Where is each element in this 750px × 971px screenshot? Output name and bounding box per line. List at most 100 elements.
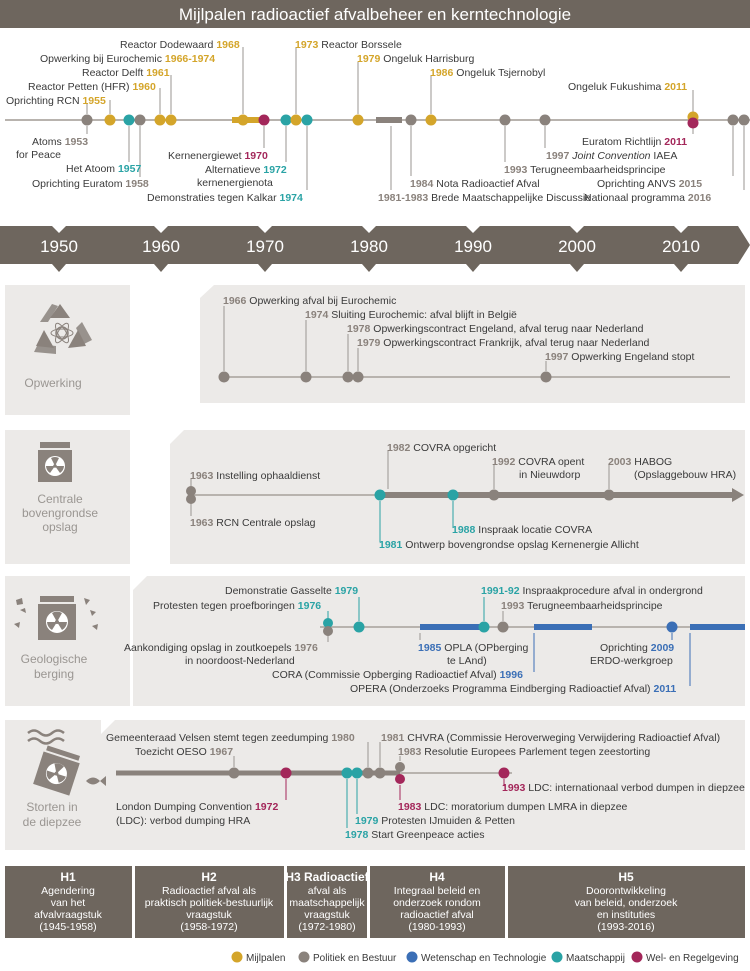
legend-dot-wetenschap	[407, 952, 418, 963]
svg-text:H2: H2	[201, 870, 217, 884]
legend-dot-politiek	[299, 952, 310, 963]
label-euratom: Oprichting Euratom 1958	[32, 178, 149, 190]
geo-opera: OPERA (Onderzoeks Programma Eindberging …	[350, 683, 676, 695]
axis-year-1990: 1990	[454, 237, 492, 256]
section-storten-diepzee: Storten in de diepzee Gemeenteraad Velse…	[5, 720, 745, 850]
centrale-2003-line2: (Opslaggebouw HRA)	[634, 469, 736, 481]
section-geologische-berging: Geologische berging Demonstratie Gasselt…	[5, 576, 745, 706]
diepzee-london: London Dumping Convention 1972	[116, 801, 278, 813]
label-for-peace: for Peace	[16, 149, 61, 161]
svg-text:(1945-1958): (1945-1958)	[39, 921, 96, 933]
page-title: Mijlpalen radioactief afvalbeheer en ker…	[179, 5, 571, 24]
centrale-1963a: 1963 Instelling ophaaldienst	[190, 470, 320, 482]
svg-text:(1980-1993): (1980-1993)	[408, 921, 465, 933]
diepzee-protesten: 1979 Protesten IJmuiden & Petten	[355, 815, 515, 827]
section-label-centrale-2: bovengrondse	[22, 506, 98, 520]
svg-text:H4: H4	[429, 870, 445, 884]
label-delft: Reactor Delft 1961	[82, 67, 170, 79]
legend-dot-maatschappij	[552, 952, 563, 963]
opwerking-item-1997: 1997 Opwerking Engeland stopt	[545, 351, 695, 363]
label-nationaal: Nationaal programma 2016	[584, 192, 711, 204]
diepzee-ldc93: 1993 LDC: internationaal verbod dumpen i…	[502, 782, 745, 794]
svg-text:H3 Radioactief: H3 Radioactief	[285, 870, 369, 884]
svg-text:Integraal beleid en: Integraal beleid en	[394, 885, 481, 897]
svg-text:vraagstuk: vraagstuk	[186, 909, 232, 921]
legend: Mijlpalen Politiek en Bestuur Wetenschap…	[232, 952, 739, 965]
top-labels-above: Reactor Dodewaard 1968 1973 Reactor Bors…	[6, 39, 687, 107]
svg-text:(1958-1972): (1958-1972)	[180, 921, 237, 933]
svg-text:radioactief afval: radioactief afval	[400, 909, 474, 921]
diepzee-velsen: Gemeenteraad Velsen stemt tegen zeedumpi…	[106, 732, 355, 744]
label-fukushima: Ongeluk Fukushima 2011	[568, 81, 687, 93]
label-rcn: Oprichting RCN 1955	[6, 95, 106, 107]
geo-aankondiging-line2: in noordoost-Nederland	[185, 655, 295, 667]
section-label-diepzee-2: de diepzee	[23, 815, 82, 829]
diepzee-resolutie: 1983 Resolutie Europees Parlement tegen …	[398, 746, 650, 758]
label-atoms: Atoms 1953	[32, 136, 88, 148]
svg-text:maatschappelijk: maatschappelijk	[289, 897, 365, 909]
label-terugneem: 1993 Terugneembaarheidsprincipe	[504, 164, 666, 176]
section-label-centrale-3: opslag	[42, 520, 77, 534]
radioactive-barrel-icon	[38, 442, 72, 482]
geo-aankondiging: Aankondiging opslag in zoutkoepels 1976	[124, 642, 318, 654]
legend-label-wel: Wel- en Regelgeving	[646, 953, 739, 964]
geo-erdo: Oprichting 2009	[600, 642, 674, 654]
svg-text:(1993-2016): (1993-2016)	[597, 921, 654, 933]
label-alternatieve: Alternatieve 1972	[205, 164, 287, 176]
geo-erdo-line2: ERDO-werkgroep	[590, 655, 673, 667]
label-tsjernobyl: 1986 Ongeluk Tsjernobyl	[430, 67, 545, 79]
label-kernenergiewet: Kernenergiewet 1970	[168, 150, 268, 162]
svg-text:(1972-1980): (1972-1980)	[298, 921, 355, 933]
geo-proefboringen: Protesten tegen proefboringen 1976	[153, 600, 321, 612]
legend-label-politiek: Politiek en Bestuur	[313, 953, 397, 964]
axis-year-1980: 1980	[350, 237, 388, 256]
svg-text:H1: H1	[60, 870, 76, 884]
axis-year-1960: 1960	[142, 237, 180, 256]
section-label-diepzee-1: Storten in	[26, 800, 77, 814]
centrale-1963b: 1963 RCN Centrale opslag	[190, 517, 316, 529]
decade-axis: 1950 1960 1970 1980 1990 2000 2010	[0, 226, 750, 272]
legend-dot-wel	[632, 952, 643, 963]
geo-opla: 1985 OPLA (OPberging	[418, 642, 528, 654]
label-dodewaard: Reactor Dodewaard 1968	[120, 39, 240, 51]
diepzee-ldc83: 1983 LDC: moratorium dumpen LMRA in diep…	[398, 801, 628, 813]
svg-text:onderzoek rondom: onderzoek rondom	[393, 897, 481, 909]
label-nota: 1984 Nota Radioactief Afval	[410, 178, 540, 190]
svg-text:afvalvraagstuk: afvalvraagstuk	[34, 909, 102, 921]
svg-text:en instituties: en instituties	[597, 909, 655, 921]
label-euratom-richtlijn: Euratom Richtlijn 2011	[582, 136, 687, 148]
label-kernenergienota: kernenergienota	[197, 177, 273, 189]
centrale-1982: 1982 COVRA opgericht	[387, 442, 496, 454]
label-borssele: 1973 Reactor Borssele	[295, 39, 402, 51]
geo-cora: CORA (Commissie Opberging Radioactief Af…	[272, 669, 523, 681]
svg-text:Radioactief afval als: Radioactief afval als	[162, 885, 256, 897]
axis-year-1950: 1950	[40, 237, 78, 256]
svg-text:praktisch politiek-bestuurlijk: praktisch politiek-bestuurlijk	[145, 897, 274, 909]
label-het-atoom: Het Atoom 1957	[66, 163, 141, 175]
section-label-geologische-2: berging	[34, 667, 74, 681]
section-label-geologische-1: Geologische	[21, 652, 88, 666]
opwerking-item-1966: 1966 Opwerking afval bij Eurochemic	[223, 295, 396, 307]
geo-gasselte: Demonstratie Gasselte 1979	[225, 585, 358, 597]
diepzee-greenpeace: 1978 Start Greenpeace acties	[345, 829, 485, 841]
svg-text:afval als: afval als	[308, 885, 347, 897]
legend-label-wetenschap: Wetenschap en Technologie	[421, 953, 547, 964]
legend-dot-mijlpalen	[232, 952, 243, 963]
centrale-1992: 1992 COVRA opent	[492, 456, 584, 468]
top-labels-below: Atoms 1953 for Peace Euratom Richtlijn 2…	[16, 136, 711, 204]
axis-year-2000: 2000	[558, 237, 596, 256]
legend-label-mijlpalen: Mijlpalen	[246, 953, 285, 964]
geo-terug: 1993 Terugneembaarheidsprincipe	[501, 600, 663, 612]
centrale-1992-line2: in Nieuwdorp	[519, 469, 580, 481]
opwerking-item-1979: 1979 Opwerkingscontract Frankrijk, afval…	[357, 337, 650, 349]
label-joint: 1997 Joint Convention IAEA	[546, 150, 677, 162]
label-harrisburg: 1979 Ongeluk Harrisburg	[357, 53, 474, 65]
diepzee-oeso: Toezicht OESO 1967	[135, 746, 233, 758]
section-centrale-opslag: Centrale bovengrondse opslag 1982 COVRA …	[5, 430, 745, 564]
svg-text:van het: van het	[51, 897, 86, 909]
geo-opla-line2: te LAnd)	[447, 655, 487, 667]
svg-text:Doorontwikkeling: Doorontwikkeling	[586, 885, 666, 897]
axis-year-2010: 2010	[662, 237, 700, 256]
diepzee-london-line2: (LDC): verbod dumping HRA	[116, 815, 250, 827]
svg-text:Agendering: Agendering	[41, 885, 95, 897]
